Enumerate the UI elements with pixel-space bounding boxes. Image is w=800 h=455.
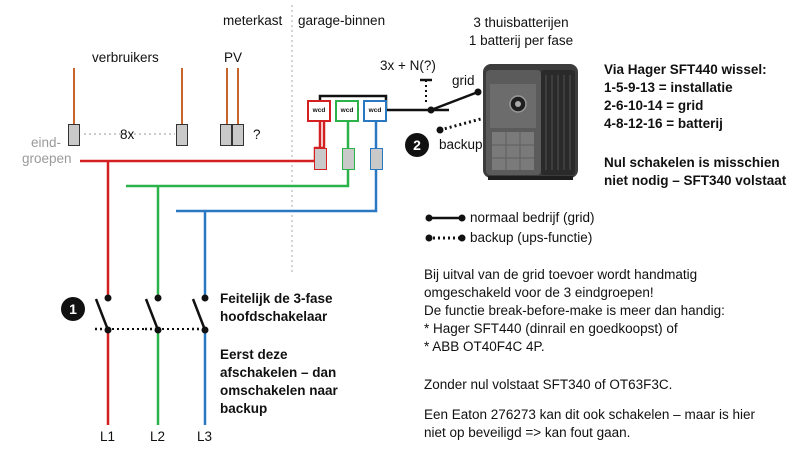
label-batteries-1: 3 thuisbatterijen xyxy=(473,15,569,30)
label-batteries-2: 1 batterij per fase xyxy=(468,33,574,48)
label-eindgroepen-2: groepen xyxy=(22,151,72,166)
note-line-4: * Hager SFT440 (dinrail en goedkoopst) o… xyxy=(424,321,678,336)
battery-socket-inner xyxy=(515,101,521,107)
switch2-grid-contact xyxy=(474,88,482,96)
l2-wire xyxy=(126,168,350,188)
l3-wire xyxy=(176,168,378,213)
main-switch-l2 xyxy=(144,294,162,334)
switch2-backup-contact xyxy=(436,126,444,134)
switch2-backup-dots xyxy=(439,115,489,132)
battery-feet xyxy=(488,176,573,180)
switch-note-1: Feitelijk de 3-fase xyxy=(220,291,333,306)
note-line-7: Een Eaton 276273 kan dit ook schakelen –… xyxy=(424,407,755,422)
label-pv: PV xyxy=(224,50,243,65)
main-switch-l3 xyxy=(191,294,209,334)
label-question: ? xyxy=(253,127,261,142)
legend-backup-label: backup (ups-functie) xyxy=(470,230,593,245)
wcd-box-l3: wcd xyxy=(363,100,387,122)
label-l1: L1 xyxy=(100,429,116,444)
note-line-2: omgeschakeld voor de 3 eindgroepen! xyxy=(424,285,654,300)
label-eindgroepen-1: eind- xyxy=(31,135,62,150)
hager-line-2: 1-5-9-13 = installatie xyxy=(604,80,733,95)
switch-note-2: hoofdschakelaar xyxy=(220,309,328,324)
main-switch-l1 xyxy=(94,294,112,334)
note-line-5: * ABB OT40F4C 4P. xyxy=(424,339,545,354)
l2-fuse xyxy=(342,148,355,170)
l1-wire xyxy=(80,110,326,163)
note-line-1: Bij uitval van de grid toevoer wordt han… xyxy=(424,267,698,282)
label-garage: garage-binnen xyxy=(298,13,386,28)
battery-grille xyxy=(545,75,571,170)
note-line-6: Zonder nul volstaat SFT340 of OT63F3C. xyxy=(424,377,673,392)
label-count: 8x xyxy=(120,127,135,142)
label-l2: L2 xyxy=(150,429,166,444)
legend-backup-line xyxy=(425,234,466,242)
l3-fuse xyxy=(370,148,383,170)
switch-note-4: afschakelen – dan xyxy=(220,365,337,380)
group-fuse-2 xyxy=(176,124,188,146)
badge-one: 1 xyxy=(61,297,85,321)
group-fuse-1 xyxy=(68,124,80,146)
hager-line-4: 4-8-12-16 = batterij xyxy=(604,116,723,131)
label-backup: backup xyxy=(439,137,483,152)
label-phases: 3x + N(?) xyxy=(380,58,436,73)
hager-line-5: Nul schakelen is misschien xyxy=(604,155,780,170)
label-meterkast: meterkast xyxy=(223,13,283,28)
note-line-3: De functie break-before-make is meer dan… xyxy=(424,303,725,318)
wcd-bus xyxy=(318,94,430,112)
wcd-box-l2: wcd xyxy=(335,100,359,122)
switch-note-3: Eerst deze xyxy=(220,347,288,362)
l1-fuse xyxy=(314,148,327,170)
switch-note-6: backup xyxy=(220,401,268,416)
label-l3: L3 xyxy=(197,429,213,444)
hager-line-3: 2-6-10-14 = grid xyxy=(604,98,704,113)
switch2-grid-arm xyxy=(430,90,479,112)
hager-line-6: niet nodig – SFT340 volstaat xyxy=(604,173,787,188)
battery-panel-bottom xyxy=(492,132,534,170)
battery-panel-grid xyxy=(492,132,534,170)
label-verbruikers: verbruikers xyxy=(92,50,159,65)
note-line-8: niet op beveiligd => kan fout gaan. xyxy=(424,425,631,440)
legend-normal-line xyxy=(425,214,466,222)
wcd-box-l1: wcd xyxy=(307,100,331,122)
legend-normal-label: normaal bedrijf (grid) xyxy=(470,210,595,225)
hager-line-1: Via Hager SFT440 wissel: xyxy=(604,62,767,77)
pv-fuse-2 xyxy=(232,124,244,146)
pv-fuse-1 xyxy=(220,124,232,146)
switch-note-5: omschakelen naar xyxy=(220,383,338,398)
label-grid: grid xyxy=(452,73,475,88)
badge-two: 2 xyxy=(405,133,429,157)
